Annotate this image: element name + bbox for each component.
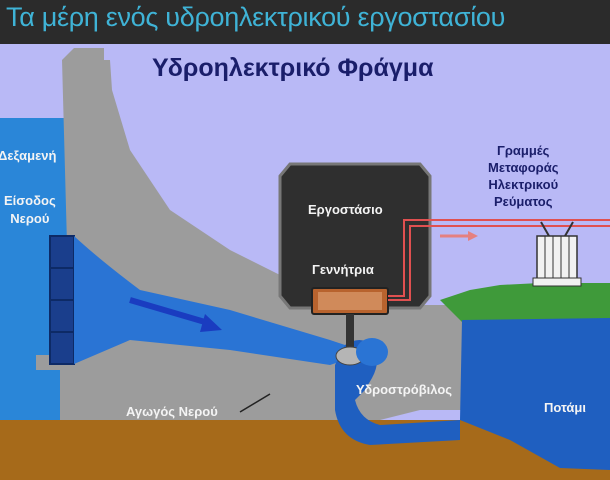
- power-arrow: [468, 231, 478, 241]
- page-title: Τα μέρη ενός υδροηλεκτρικού εργοστασίου: [6, 2, 506, 32]
- label-river: Ποτάμι: [544, 400, 586, 415]
- title-bar: Τα μέρη ενός υδροηλεκτρικού εργοστασίου: [0, 0, 610, 44]
- power-house: [278, 162, 432, 310]
- dam-diagram: Υδροηλεκτρικό Φράγμα Δεξαμενή Είσοδος Νε…: [0, 44, 610, 480]
- label-turbine: Υδροστρόβιλος: [356, 382, 453, 397]
- diagram-title: Υδροηλεκτρικό Φράγμα: [152, 54, 434, 82]
- label-penstock: Αγωγός Νερού: [126, 404, 218, 419]
- label-power-house: Εργοστάσιο: [308, 202, 383, 217]
- right-bank-grass: [440, 283, 610, 330]
- dam-illustration: [0, 44, 610, 480]
- label-power-lines: Γραμμές Μεταφοράς Ηλεκτρικού Ρεύματος: [488, 143, 559, 209]
- label-generator: Γεννήτρια: [312, 262, 374, 277]
- river-water: [460, 318, 610, 470]
- penstock-pointer: [239, 393, 271, 413]
- penstock-pipe: [74, 236, 345, 365]
- power-line: [388, 225, 610, 301]
- transformer: [536, 235, 578, 281]
- draft-tube: [335, 340, 460, 445]
- label-water-inlet: Είσοδος Νερού: [4, 193, 56, 226]
- flow-arrow: [200, 314, 222, 332]
- turbine-shaft: [346, 314, 354, 350]
- label-reservoir: Δεξαμενή: [0, 148, 57, 163]
